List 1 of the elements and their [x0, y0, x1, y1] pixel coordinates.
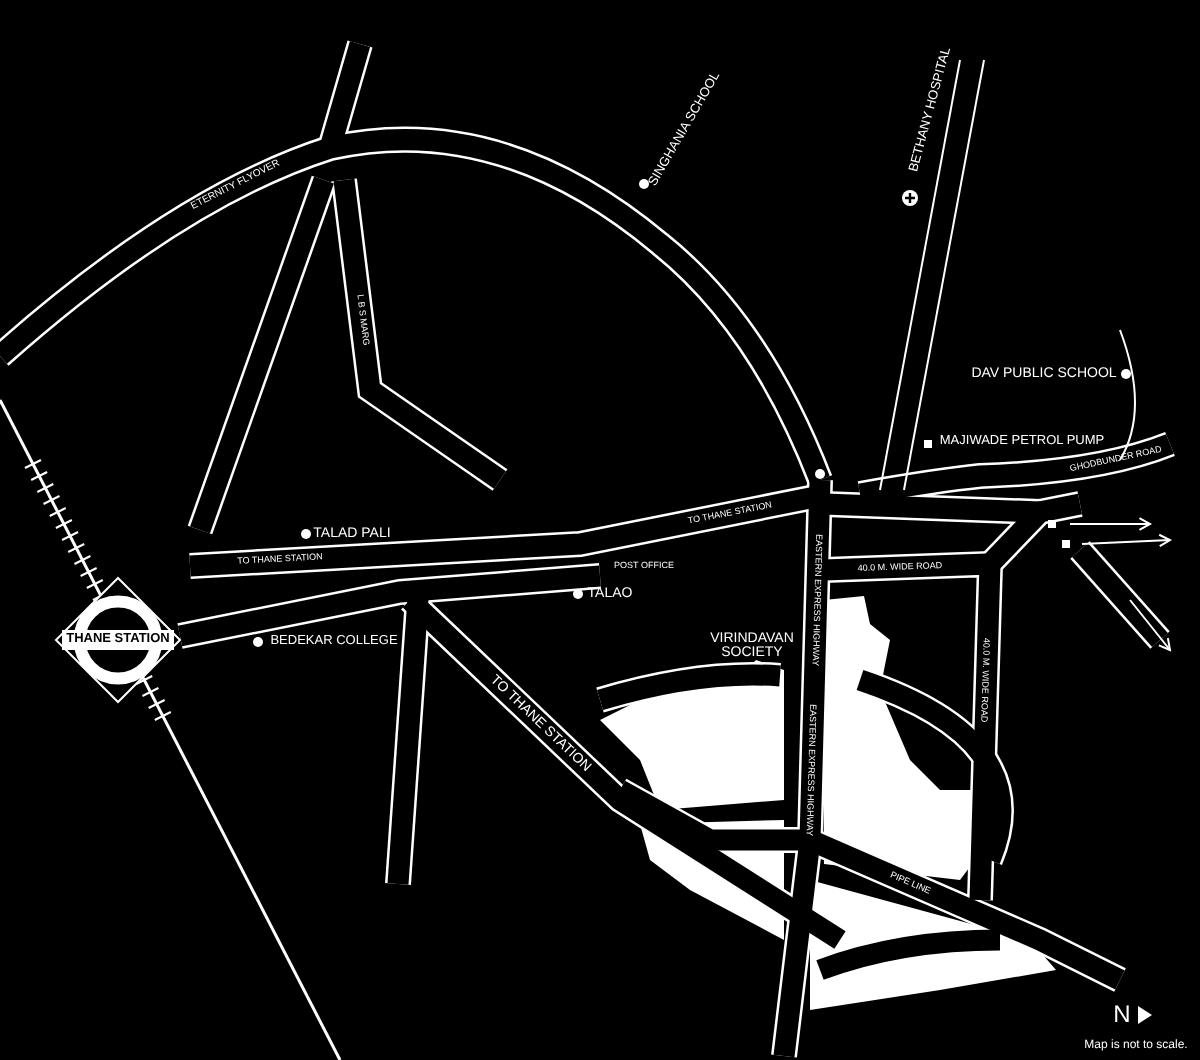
compass-label: N: [1113, 1002, 1131, 1026]
